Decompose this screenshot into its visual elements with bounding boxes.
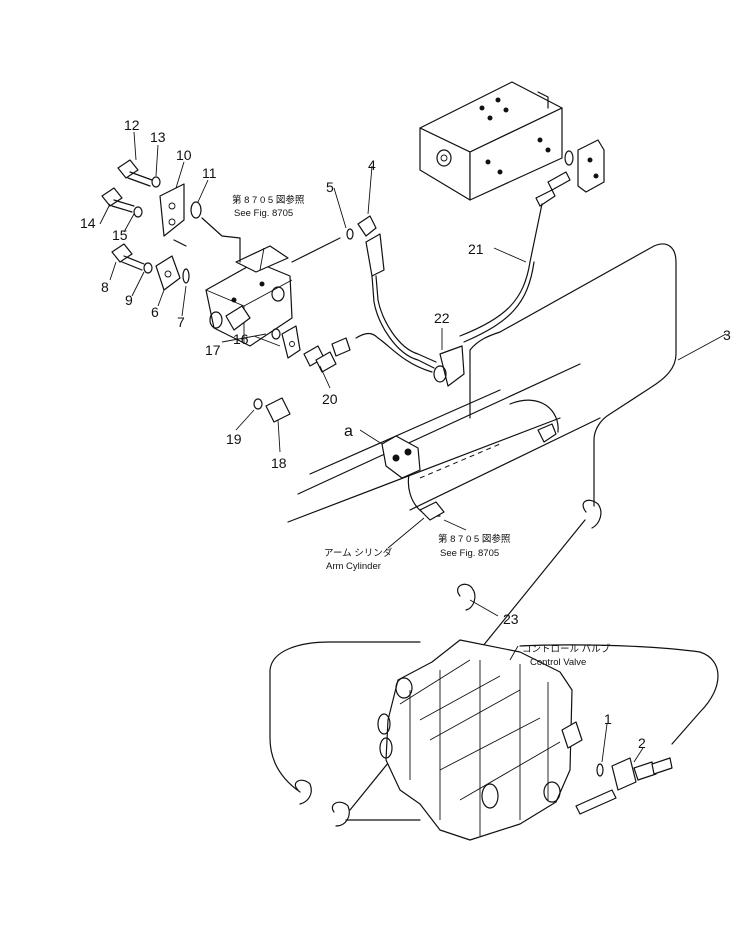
bolt-12 (117, 159, 153, 187)
part-label-13: 13 (150, 129, 166, 145)
leader-5 (291, 237, 341, 263)
arm-cylinder-label-jp: アーム シリンダ (324, 547, 393, 559)
upper-valve-block (419, 81, 563, 201)
part-label-11: 11 (202, 165, 217, 181)
part-labels: 12 13 10 11 14 15 8 9 6 7 17 16 19 18 20… (80, 117, 731, 751)
elbow-4 (357, 215, 385, 277)
hose-21 (459, 261, 535, 343)
fig-ref-en-2: See Fig. 8705 (440, 548, 499, 559)
part-label-19: 19 (226, 431, 242, 447)
arrow-10 (173, 239, 187, 247)
cylinder-clamp-b (537, 423, 557, 443)
part-label-9: 9 (125, 292, 133, 308)
o-ring-5 (346, 228, 354, 240)
fig-ref-en-1: See Fig. 8705 (234, 208, 293, 219)
part-label-16: 16 (233, 331, 249, 347)
arm-cylinder (287, 363, 601, 523)
o-ring-11 (190, 201, 202, 219)
clip-23-mid (457, 583, 476, 611)
view-marker-a: a (344, 423, 353, 440)
clip-lower-left (294, 779, 350, 827)
washer-15 (133, 206, 143, 218)
o-ring-7 (182, 268, 190, 284)
part-label-15: 15 (112, 227, 128, 243)
upper-flange (577, 139, 605, 193)
part-label-23: 23 (503, 611, 519, 627)
notes: 第 8 7 0 5 図参照 See Fig. 8705 第 8 7 0 5 図参… (232, 194, 611, 668)
part-label-20: 20 (322, 391, 338, 407)
control-valve (377, 639, 583, 841)
washer-9 (143, 262, 153, 274)
part-label-21: 21 (468, 241, 484, 257)
elbow-20 (303, 337, 351, 373)
clip-23-upper (582, 499, 602, 529)
o-ring-1 (596, 763, 604, 777)
part-label-1: 1 (604, 711, 612, 727)
bolt-18 (265, 397, 291, 423)
part-label-6: 6 (151, 304, 159, 320)
part-label-12: 12 (124, 117, 140, 133)
plate-10 (159, 183, 185, 237)
part-label-2: 2 (638, 735, 646, 751)
cylinder-clamp-a (381, 435, 445, 521)
part-label-8: 8 (101, 279, 109, 295)
part-label-5: 5 (326, 179, 334, 195)
part-label-14: 14 (80, 215, 96, 231)
leader-lines (99, 131, 727, 763)
part-label-10: 10 (176, 147, 192, 163)
hose-22 (355, 275, 437, 373)
control-valve-label-jp: コントロール バルブ (522, 643, 611, 655)
leader-11 (201, 217, 241, 263)
bolt-14 (101, 187, 135, 213)
bolt-8 (111, 243, 145, 271)
connector-2 (575, 757, 673, 815)
part-label-22: 22 (434, 310, 450, 326)
control-valve-label-en: Control Valve (530, 657, 586, 668)
hose-fitting-21 (529, 171, 571, 263)
upper-o-ring (564, 150, 574, 166)
part-label-4: 4 (368, 157, 376, 173)
fig-ref-jp-1: 第 8 7 0 5 図参照 (232, 194, 305, 206)
fig-ref-jp-2: 第 8 7 0 5 図参照 (438, 533, 511, 545)
o-ring-17 (271, 328, 281, 340)
clamp-22 (433, 345, 465, 387)
part-label-18: 18 (271, 455, 287, 471)
arm-cylinder-label-en: Arm Cylinder (326, 561, 381, 572)
part-label-3: 3 (723, 327, 731, 343)
washer-19 (253, 398, 263, 410)
flange-6 (155, 255, 181, 291)
washer-13 (151, 176, 161, 188)
part-label-17: 17 (205, 342, 221, 358)
flange-16 (281, 325, 301, 359)
part-label-7: 7 (177, 314, 185, 330)
